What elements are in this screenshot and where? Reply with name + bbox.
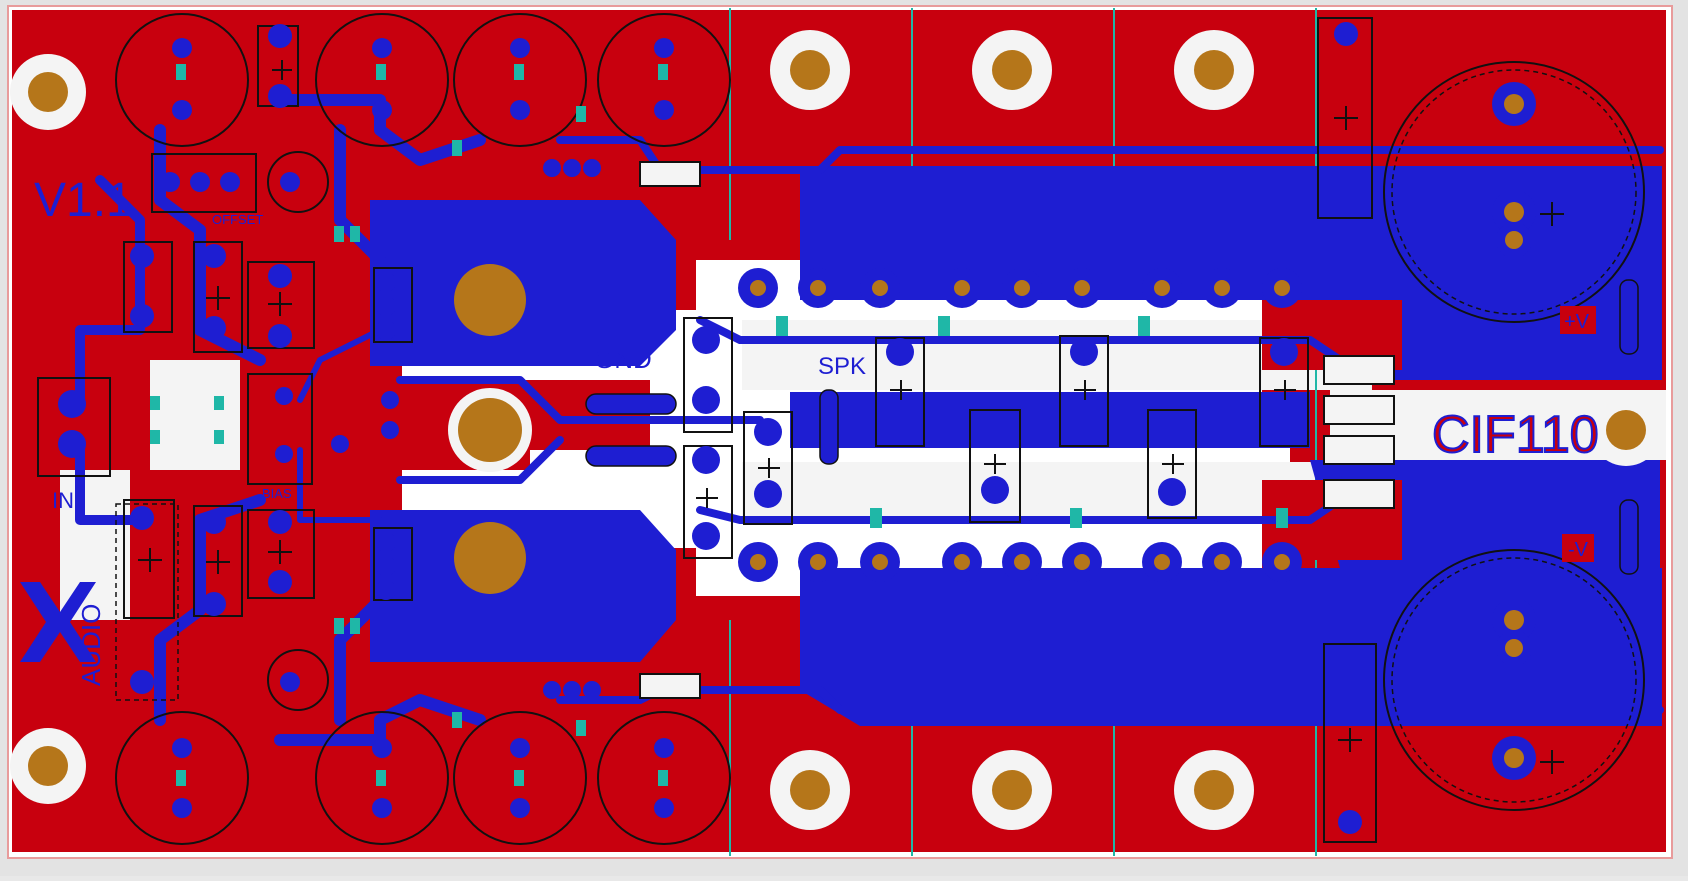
component-outlines xyxy=(37,17,1377,843)
board-labels: V1.1 OFFSET BIAS IN GND SPK +V -V CIF110… xyxy=(20,174,1600,686)
pos-v-badge xyxy=(1560,306,1596,334)
pos-v-label: +V xyxy=(1564,311,1590,333)
polarity-markers xyxy=(138,60,1564,774)
board-name-label: CIF110 xyxy=(1432,406,1599,464)
capacitor-outlines xyxy=(115,13,1645,845)
input-label: IN xyxy=(52,488,74,513)
neg-v-badge xyxy=(1562,534,1594,562)
resistor-pads xyxy=(58,22,1638,834)
power-rail-slots xyxy=(585,279,1639,575)
main-capacitor-pads xyxy=(1492,82,1536,780)
xk-logo xyxy=(20,582,96,662)
version-label: V1.1 xyxy=(34,174,133,227)
gnd-label: GND xyxy=(594,344,652,374)
mounting-holes xyxy=(10,30,1662,830)
diodes xyxy=(639,161,1395,699)
logo-audio-label: AUDIO xyxy=(76,604,106,686)
neg-v-label: -V xyxy=(1568,539,1589,561)
driver-pads xyxy=(172,38,674,818)
smd-pads xyxy=(150,64,1288,786)
spk-label: SPK xyxy=(818,353,866,380)
offset-label: OFFSET xyxy=(212,212,263,227)
transistor-mount-holes xyxy=(448,264,532,594)
output-transistor-pads xyxy=(738,268,1302,582)
bias-label: BIAS xyxy=(262,486,292,501)
